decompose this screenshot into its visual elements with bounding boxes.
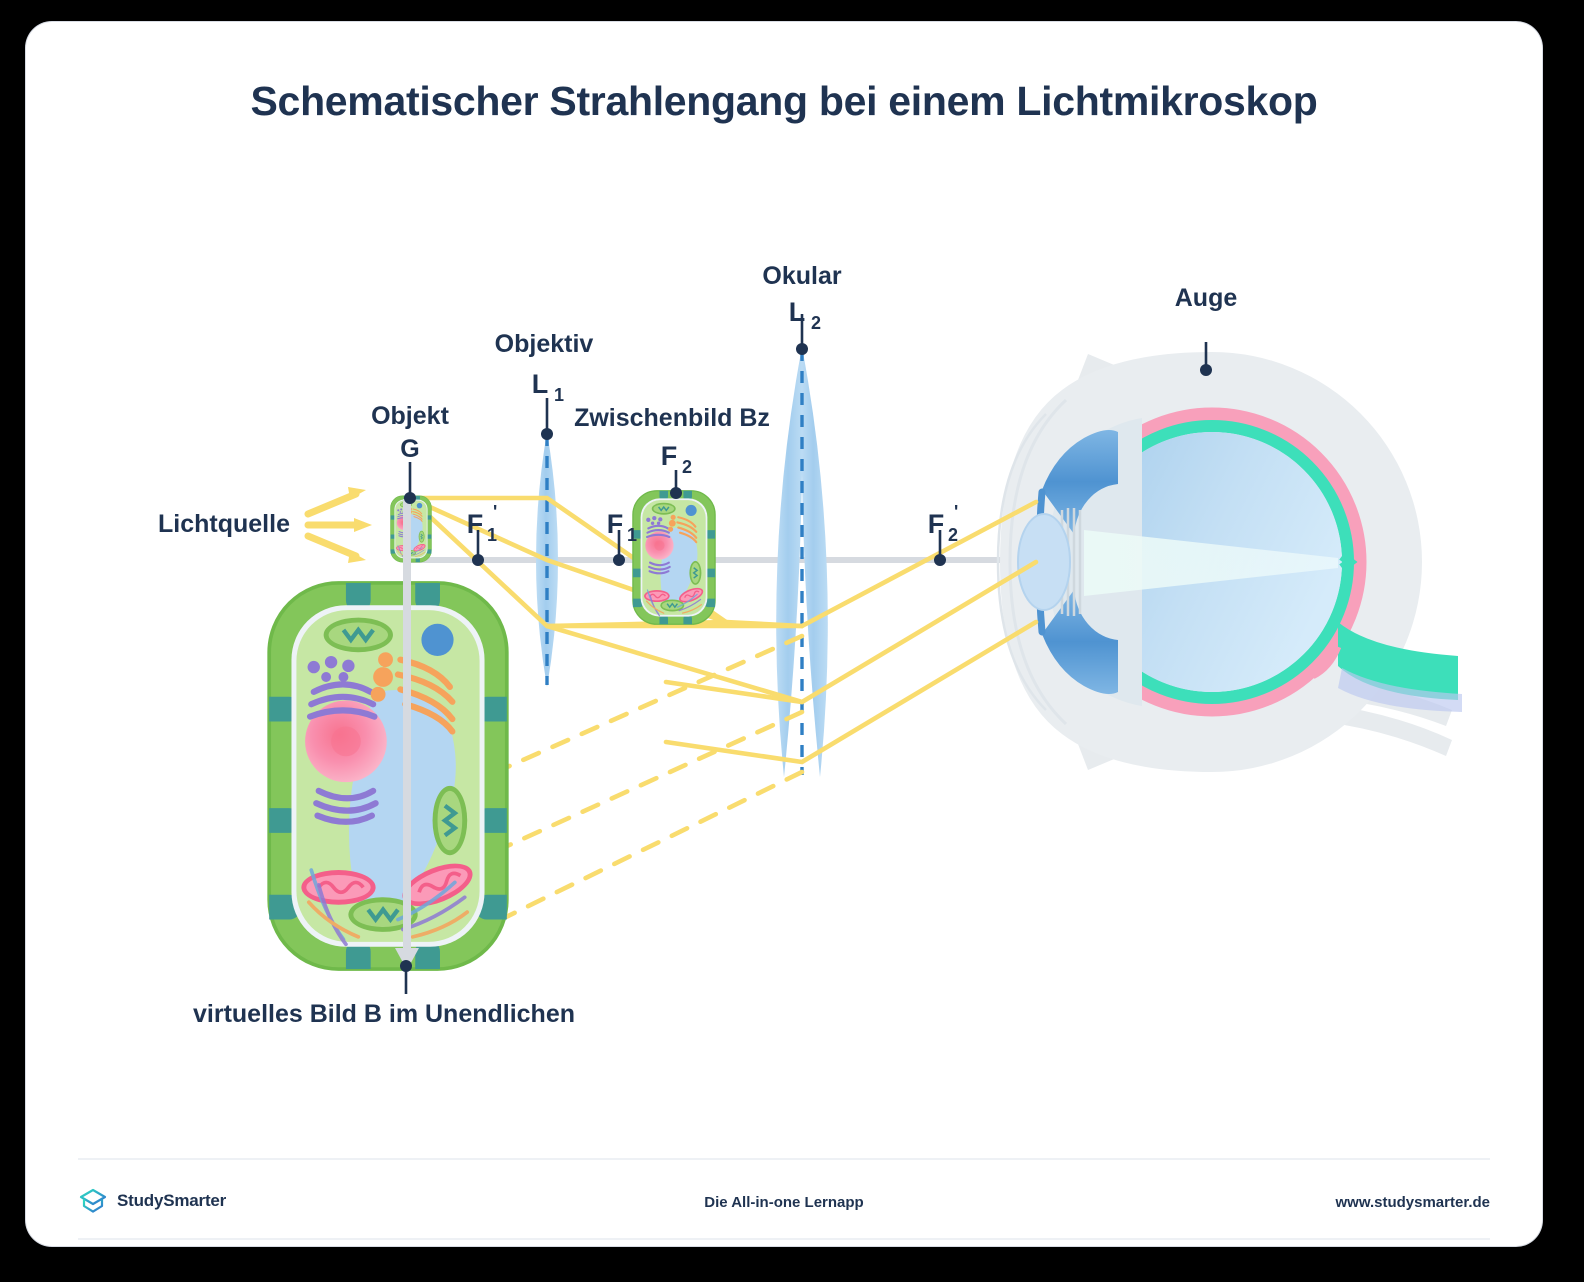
bild-orientierung-pfeil — [395, 499, 419, 970]
svg-text:L: L — [789, 297, 806, 327]
svg-text:L: L — [532, 369, 549, 399]
svg-text:1: 1 — [554, 385, 564, 405]
lichtquelle-arrowheads — [348, 487, 372, 563]
label-okular-symbol: L 2 — [789, 297, 821, 333]
virtuelles-bild-cell — [269, 583, 507, 969]
lichtquelle-arrows — [304, 490, 366, 560]
brand-lockup: StudySmarter — [78, 1186, 226, 1216]
footer-divider-top — [78, 1158, 1490, 1160]
footer: StudySmarter Die All-in-one Lernapp www.… — [78, 1172, 1490, 1234]
label-f1-prime: F 1 ' — [467, 502, 498, 545]
svg-text:F: F — [661, 441, 678, 471]
label-f2: F 2 — [661, 441, 692, 477]
label-f2-prime: F 2 ' — [928, 502, 959, 545]
brand-name: StudySmarter — [117, 1191, 227, 1210]
label-f1: F 1 — [607, 509, 637, 545]
page-title: Schematischer Strahlengang bei einem Lic… — [250, 78, 1318, 124]
content-card: Schematischer Strahlengang bei einem Lic… — [26, 22, 1542, 1246]
svg-text:F: F — [467, 509, 484, 539]
svg-text:2: 2 — [682, 457, 692, 477]
label-objektiv-symbol: L 1 — [532, 369, 564, 405]
label-objekt: Objekt — [371, 402, 449, 430]
svg-text:F: F — [928, 509, 945, 539]
svg-text:1: 1 — [487, 525, 497, 545]
svg-text:1: 1 — [627, 525, 637, 545]
svg-text:2: 2 — [948, 525, 958, 545]
footer-tagline: Die All-in-one Lernapp — [704, 1194, 864, 1211]
leader-dots — [400, 343, 1212, 972]
label-objekt-symbol: G — [400, 435, 419, 463]
label-objektiv: Objektiv — [495, 330, 594, 358]
label-zwischenbild: Zwischenbild Bz — [574, 404, 770, 432]
auge-illustration — [996, 352, 1462, 772]
svg-text:': ' — [954, 502, 958, 522]
footer-divider-bottom — [78, 1238, 1490, 1240]
svg-text:2: 2 — [811, 313, 821, 333]
label-auge: Auge — [1175, 284, 1238, 312]
zwischenbild-cell — [631, 489, 717, 626]
footer-url: www.studysmarter.de — [1335, 1194, 1491, 1211]
label-lichtquelle: Lichtquelle — [158, 510, 290, 538]
ray-diagram: Lichtquelle Objekt G Objektiv L 1 Zwisch… — [158, 262, 1462, 1028]
label-virtuelles-bild: virtuelles Bild B im Unendlichen — [193, 1000, 575, 1028]
svg-text:F: F — [607, 509, 624, 539]
studysmarter-logo-icon — [79, 1188, 107, 1213]
svg-text:': ' — [493, 502, 497, 522]
label-okular: Okular — [762, 262, 841, 290]
